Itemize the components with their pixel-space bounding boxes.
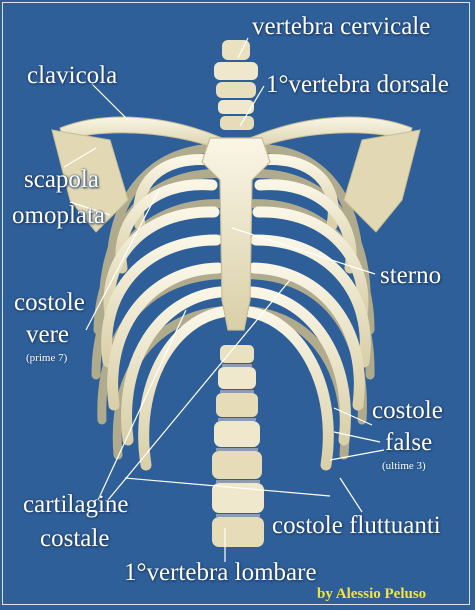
author-credit: by Alessio Peluso — [317, 586, 426, 602]
label-costale: costale — [40, 526, 109, 551]
label-costole-fluttuanti: costole fluttuanti — [272, 513, 441, 538]
label-omoplata: omoplata — [12, 203, 105, 228]
sternum-bone — [202, 138, 270, 330]
label-costole-vere-note: (prime 7) — [26, 352, 67, 364]
label-costole-false-line1: costole — [372, 398, 443, 423]
label-scapola: scapola — [24, 167, 99, 192]
label-costole-vere-line1: costole — [14, 290, 85, 315]
label-clavicola: clavicola — [27, 63, 117, 88]
label-vertebra-cervicale: vertebra cervicale — [252, 14, 430, 39]
label-vertebra-dorsale: 1°vertebra dorsale — [266, 72, 449, 97]
label-costole-false-note: (ultime 3) — [382, 460, 426, 472]
label-sterno: sterno — [380, 263, 441, 288]
label-costole-vere-line2: vere — [26, 322, 69, 347]
label-vertebra-lombare: 1°vertebra lombare — [124, 560, 317, 585]
label-costole-false-line2: false — [385, 430, 432, 455]
label-cartilagine: cartilagine — [23, 492, 129, 517]
